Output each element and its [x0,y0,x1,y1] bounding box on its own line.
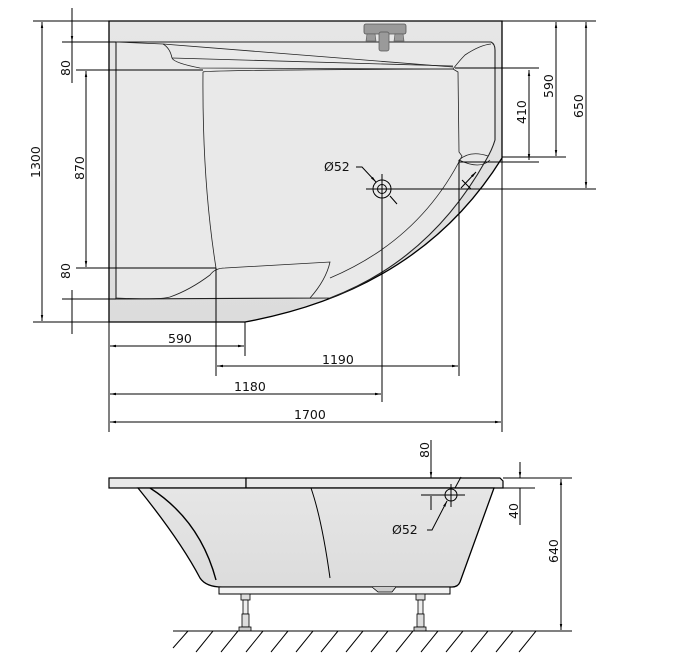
leg-icon [238,593,252,632]
dim-right-410: 410 [514,100,529,124]
drain-diameter-label: Ø52 [324,159,350,174]
side-view: Ø52 80 40 640 [108,440,572,653]
dim-bottom-590: 590 [168,331,192,346]
floor-hatch [172,630,572,653]
dim-rim-top: 80 [58,60,73,76]
dim-total-height: 640 [546,539,561,563]
tub-outline-side [136,487,495,588]
dim-bottom-1180: 1180 [234,379,266,394]
dim-right-590: 590 [541,74,556,98]
leg-icon [413,593,427,632]
dim-rim-bottom: 80 [58,263,73,279]
dim-inner-length: 870 [72,156,87,180]
dim-total-depth: 1300 [28,146,43,178]
dim-rim-thickness: 40 [506,503,521,519]
faucet-icon [363,23,407,52]
dim-total-length: 1700 [294,407,326,422]
dim-bottom-1190: 1190 [322,352,354,367]
dim-overflow-top: 80 [417,442,432,458]
dim-right-650: 650 [571,94,586,118]
plan-view: Ø52 1300 80 870 80 410 [28,8,596,432]
overflow-diameter-label: Ø52 [392,522,418,537]
overflow-icon [421,476,465,531]
overflow-icon [460,171,477,190]
tub-inner-rim [115,41,496,300]
